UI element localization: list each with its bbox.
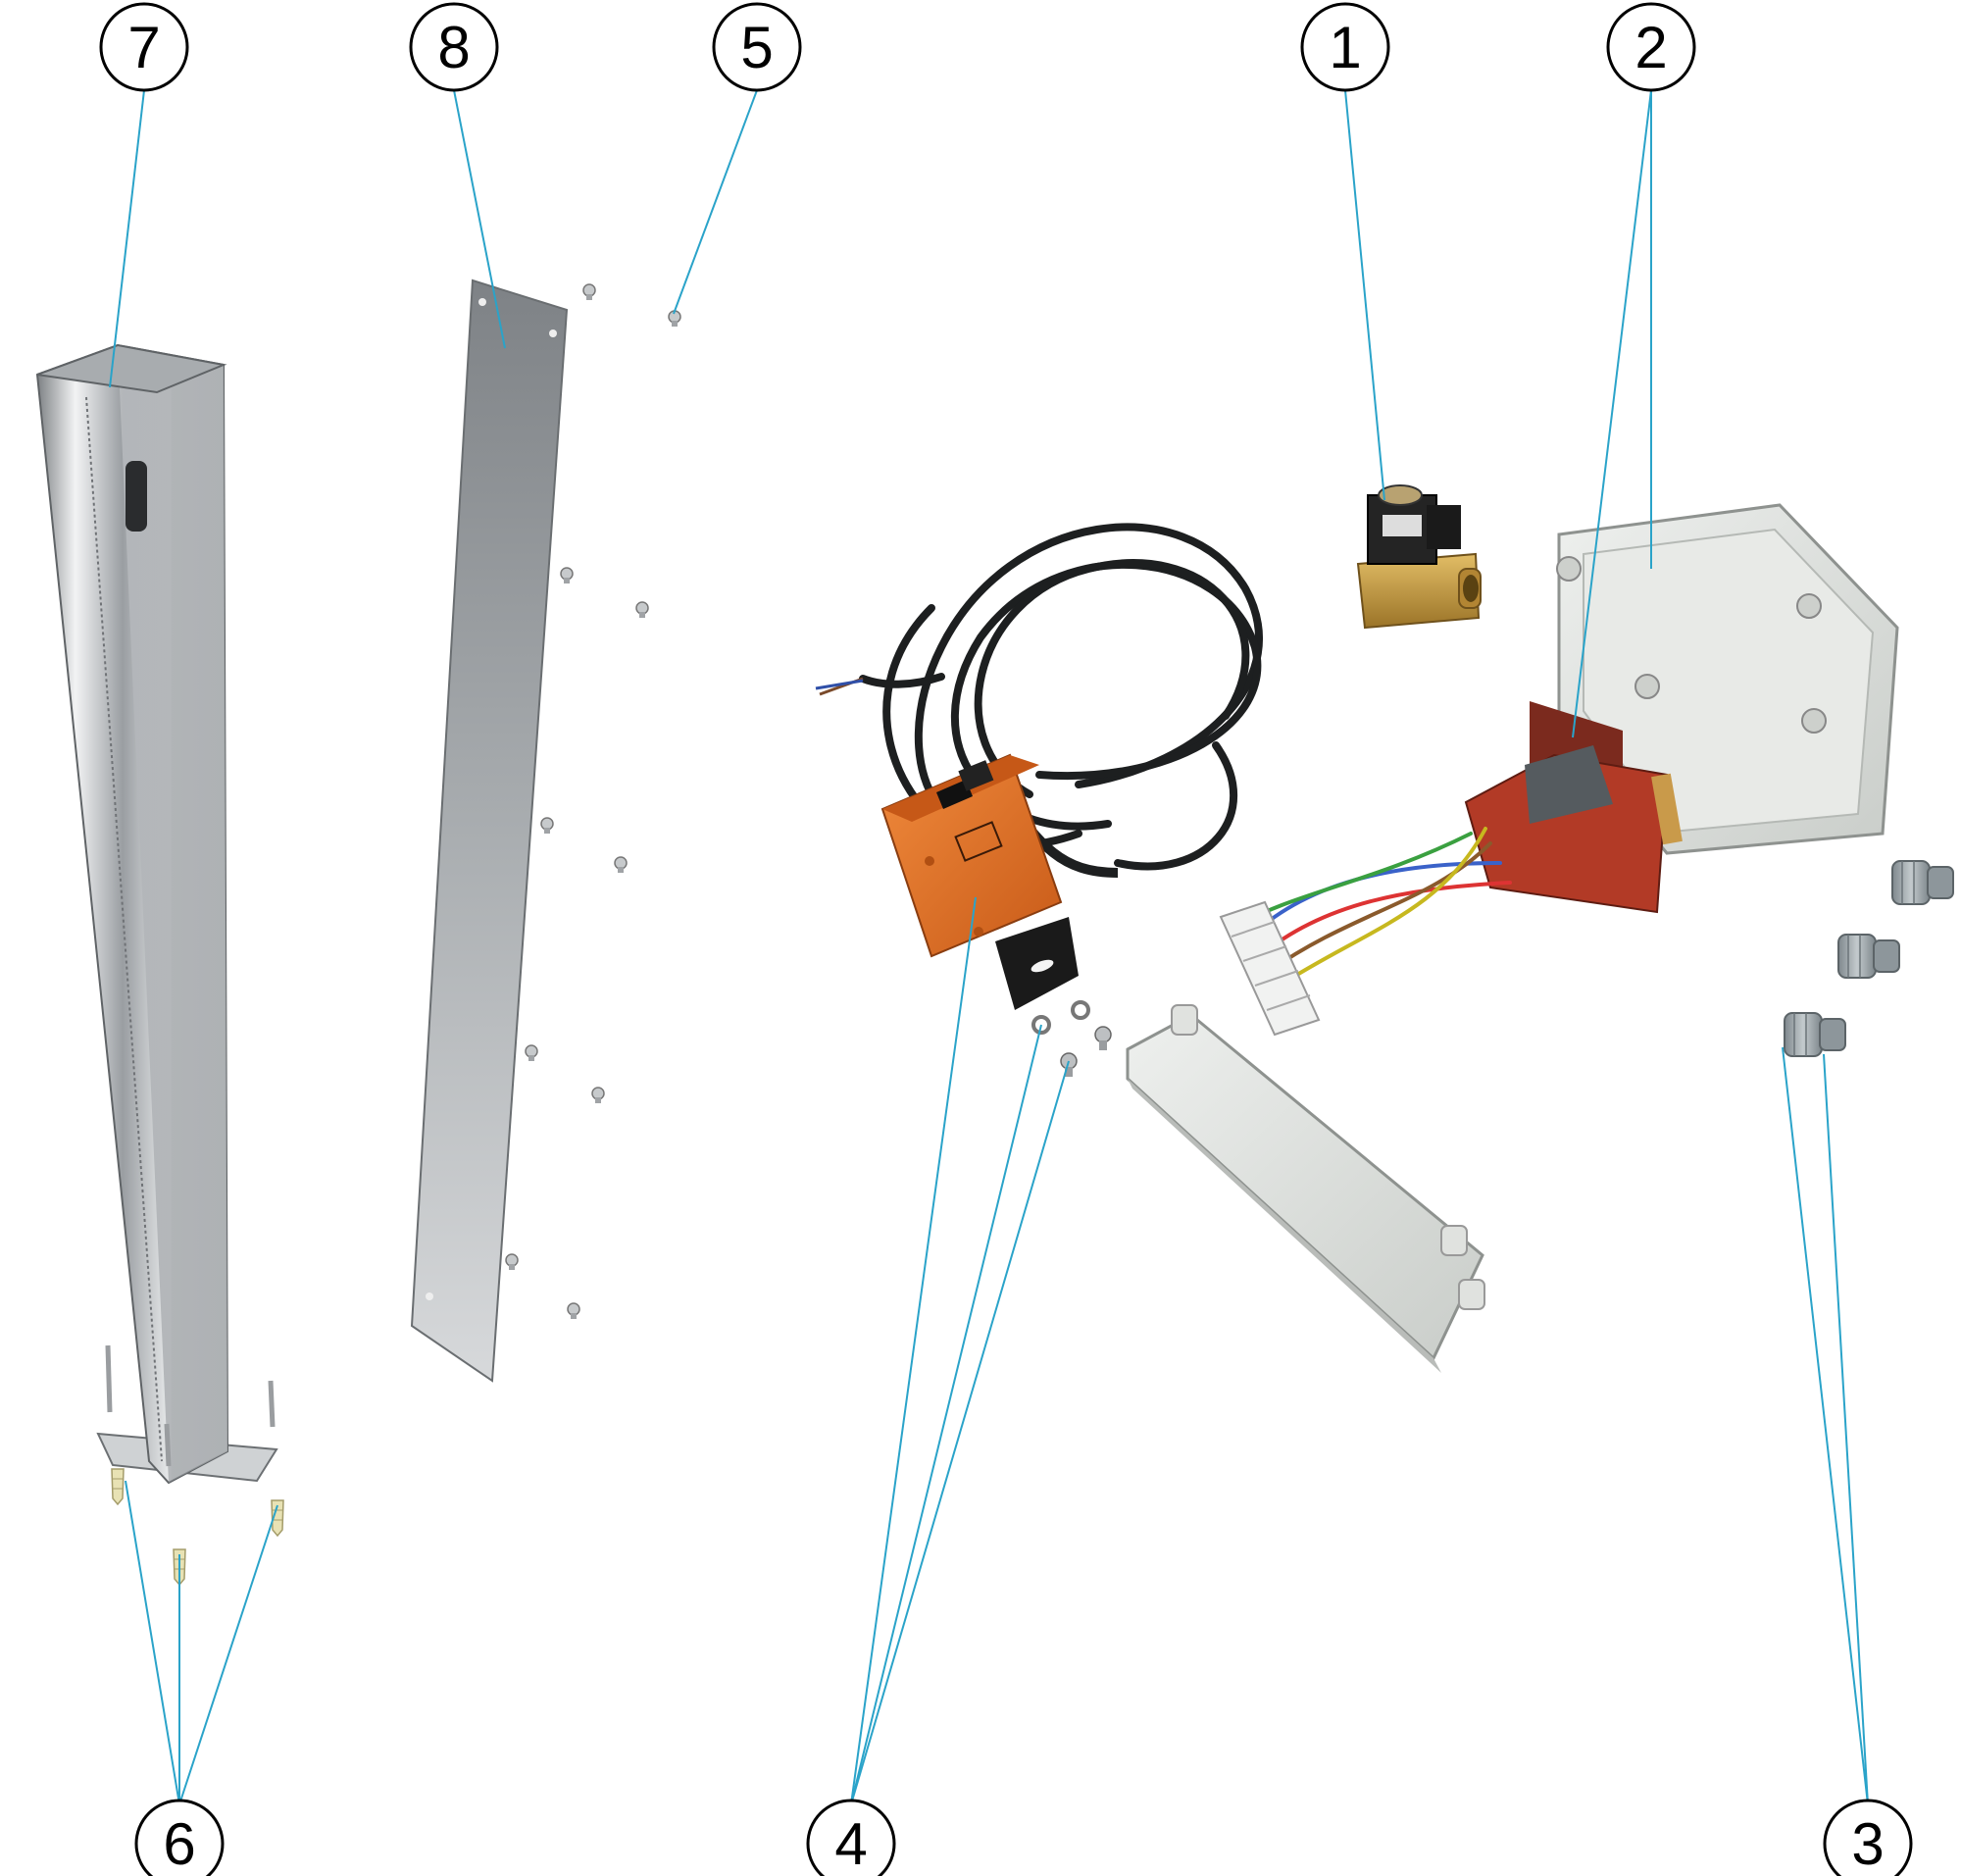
leader-line-4 [850,1060,1070,1805]
leader-line-1 [1344,89,1385,501]
callout-circle [409,2,499,92]
callout-7: 7 [99,2,189,92]
callout-1: 1 [1300,2,1390,92]
photoelectric-sensor-icon [815,523,1263,1010]
callout-number: 7 [127,15,160,80]
stainless-post-icon [35,343,278,1485]
callout-2: 2 [1606,2,1696,92]
callout-number: 5 [740,15,773,80]
box-lid-icon [1126,1004,1485,1373]
callout-circle [1300,2,1390,92]
callout-number: 4 [834,1811,867,1876]
solenoid-valve-icon [1356,484,1482,630]
callout-number: 3 [1851,1811,1884,1876]
callout-circle [99,2,189,92]
leader-line-2 [1572,89,1652,738]
callout-labels: 7 8 5 1 2 6 4 3 [99,2,1913,1876]
leader-line-3 [1782,1046,1869,1805]
transformer-icon [1464,701,1683,914]
callout-circle [806,1799,896,1876]
terminal-block-icon [1219,827,1512,1037]
cable-gland-icon [1784,860,1954,1057]
leader-line-5 [673,89,758,315]
callout-4: 4 [806,1799,896,1876]
leader-lines [109,89,1869,1805]
callout-3: 3 [1823,1799,1913,1876]
callout-number: 6 [163,1811,195,1876]
leader-line-4 [850,896,977,1805]
callout-circle [1606,2,1696,92]
leader-line-4 [850,1024,1042,1805]
callout-circle [134,1799,225,1876]
callout-number: 2 [1634,15,1667,80]
callout-circle [1823,1799,1913,1876]
callout-number: 1 [1329,15,1361,80]
callout-number: 8 [437,15,470,80]
junction-box-icon [1556,503,1899,855]
leader-line-7 [109,89,145,388]
leader-line-6 [178,1504,278,1805]
leader-line-8 [453,89,506,349]
callout-5: 5 [712,2,802,92]
callout-circle [712,2,802,92]
callout-6: 6 [134,1799,225,1876]
steel-panel-icon [410,279,569,1383]
leader-line-3 [1823,1053,1869,1805]
leader-line-6 [125,1480,180,1805]
screw-icon [1031,1000,1112,1077]
callout-8: 8 [409,2,499,92]
